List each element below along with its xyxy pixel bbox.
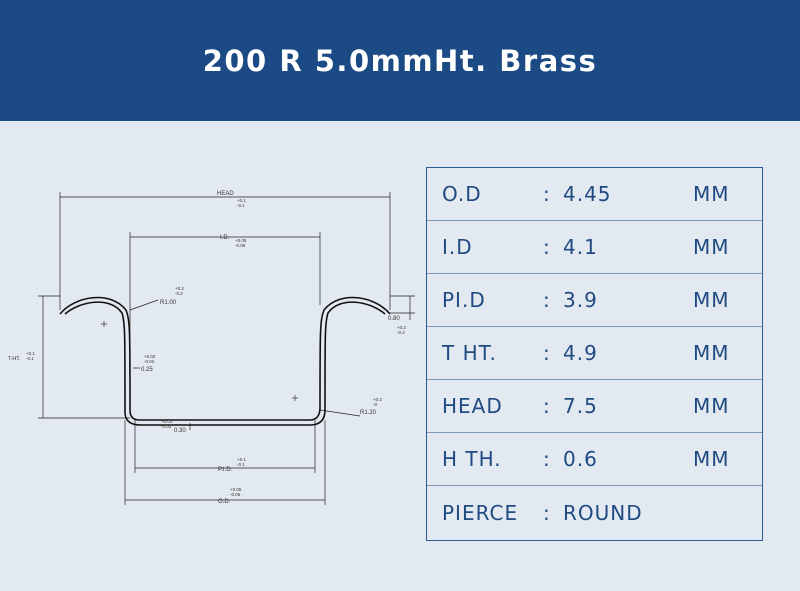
spec-value: 4.45 — [563, 182, 612, 206]
head-tol-plus: +0.1 — [237, 198, 246, 203]
r1-tol-minus: -0.2 — [175, 291, 183, 296]
spec-unit: MM — [693, 235, 730, 259]
spec-row-pid: PI.D : 3.9 MM — [427, 274, 762, 327]
r1-label: R1.00 — [160, 300, 177, 306]
spec-row-hth: H TH. : 0.6 MM — [427, 433, 762, 486]
bottom-thickness-label: 0.30 — [174, 428, 186, 434]
spec-row-od: O.D : 4.45 MM — [427, 168, 762, 221]
spec-unit: MM — [693, 288, 730, 312]
od-tol-plus: +0.05 — [230, 487, 242, 492]
spec-colon: : — [543, 235, 551, 259]
bottom-tol-minus: -0.02 — [161, 424, 172, 429]
od-tol-minus: -0.05 — [230, 492, 241, 497]
head-tol-minus: -0.1 — [237, 203, 245, 208]
spec-label: T HT. — [442, 341, 497, 365]
head-thickness-tol-plus: +0.2 — [397, 325, 406, 330]
spec-label: PIERCE — [442, 501, 519, 525]
r1-tol-plus: +0.2 — [175, 286, 184, 291]
id-tol-minus: -0.05 — [235, 243, 246, 248]
spec-colon: : — [543, 182, 551, 206]
spec-label: H TH. — [442, 447, 502, 471]
spec-unit: MM — [693, 447, 730, 471]
spec-colon: : — [543, 447, 551, 471]
spec-value: 3.9 — [563, 288, 598, 312]
spec-unit: MM — [693, 341, 730, 365]
id-tol-plus: +0.05 — [235, 238, 247, 243]
spec-row-id: I.D : 4.1 MM — [427, 221, 762, 274]
wall-thickness-label: 0.25 — [141, 367, 153, 373]
bottom-tol-plus: +0.03 — [161, 419, 173, 424]
spec-row-head: HEAD : 7.5 MM — [427, 380, 762, 433]
tht-tol-plus: +0.1 — [26, 351, 35, 356]
pid-tol-plus: +0.1 — [237, 457, 246, 462]
spec-label: I.D — [442, 235, 473, 259]
r2-label: R1.20 — [360, 410, 377, 416]
head-dim-label: HEAD — [217, 191, 234, 197]
pid-tol-minus: -0.1 — [237, 462, 245, 467]
wall-tol-minus: -0.02 — [144, 359, 155, 364]
page-title: 200 R 5.0mmHt. Brass — [202, 43, 598, 78]
id-dim-label: I.D. — [220, 235, 230, 241]
r2-tol-minus: -0 — [373, 402, 377, 407]
wall-tol-plus: +0.02 — [144, 354, 156, 359]
spec-unit: MM — [693, 394, 730, 418]
spec-value: 7.5 — [563, 394, 598, 418]
spec-colon: : — [543, 501, 551, 525]
spec-label: O.D — [442, 182, 482, 206]
spec-colon: : — [543, 394, 551, 418]
head-thickness-tol-minus: -0.2 — [397, 330, 405, 335]
spec-colon: : — [543, 288, 551, 312]
spec-value: 4.1 — [563, 235, 598, 259]
spec-row-pierce: PIERCE : ROUND — [427, 486, 762, 540]
eyelet-cross-section: HEAD +0.1 -0.1 I.D. +0.05 -0.05 R1.00 +0… — [8, 191, 415, 505]
technical-drawing: HEAD +0.1 -0.1 I.D. +0.05 -0.05 R1.00 +0… — [8, 180, 430, 510]
tht-tol-minus: -0.1 — [26, 356, 34, 361]
head-thickness-label: 0.80 — [388, 316, 400, 322]
tht-label: T.HT. — [8, 356, 21, 362]
r2-tol-plus: +0.2 — [373, 397, 382, 402]
spec-value: ROUND — [563, 501, 643, 525]
spec-label: HEAD — [442, 394, 503, 418]
od-dim-label: O.D. — [218, 499, 231, 505]
spec-value: 0.6 — [563, 447, 598, 471]
pid-dim-label: P.I.D. — [218, 467, 233, 473]
spec-value: 4.9 — [563, 341, 598, 365]
spec-unit: MM — [693, 182, 730, 206]
spec-label: PI.D — [442, 288, 486, 312]
spec-row-tht: T HT. : 4.9 MM — [427, 327, 762, 380]
spec-table: O.D : 4.45 MM I.D : 4.1 MM PI.D : 3.9 MM… — [426, 167, 763, 541]
title-banner: 200 R 5.0mmHt. Brass — [0, 0, 800, 121]
spec-colon: : — [543, 341, 551, 365]
